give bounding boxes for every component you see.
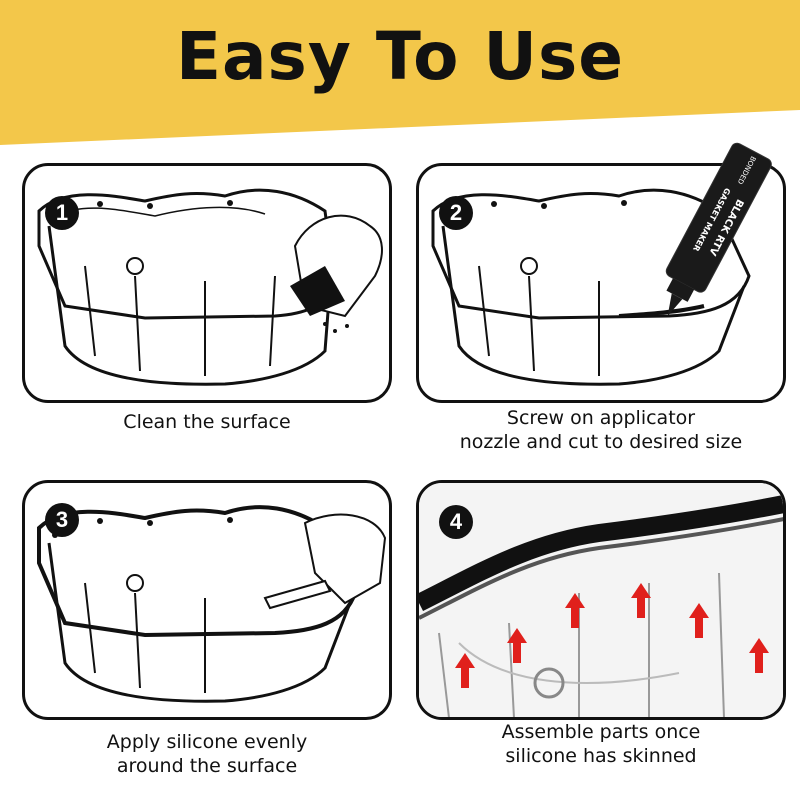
oil-pan-illustration bbox=[37, 505, 387, 703]
oil-pan-illustration bbox=[431, 188, 751, 386]
step-3-caption: Apply silicone evenly around the surface bbox=[22, 730, 392, 778]
step-number-badge: 2 bbox=[439, 196, 473, 230]
step-4-caption: Assemble parts once silicone has skinned bbox=[416, 720, 786, 768]
step-number-badge: 4 bbox=[439, 505, 473, 539]
caption-line: around the surface bbox=[116, 755, 298, 777]
page-title: Easy To Use bbox=[175, 18, 625, 95]
assembled-pan-illustration bbox=[419, 483, 783, 717]
caption-line: silicone has skinned bbox=[505, 745, 697, 767]
step-number-badge: 3 bbox=[45, 503, 79, 537]
step-4-panel: 4 bbox=[416, 480, 786, 720]
caption-line: Assemble parts once bbox=[501, 721, 701, 743]
oil-pan-illustration bbox=[37, 188, 383, 386]
caption-line: nozzle and cut to desired size bbox=[459, 431, 743, 453]
step-number-badge: 1 bbox=[45, 196, 79, 230]
header-banner: Easy To Use bbox=[0, 0, 800, 145]
caption-line: Apply silicone evenly bbox=[106, 731, 308, 753]
step-2-caption: Screw on applicator nozzle and cut to de… bbox=[416, 406, 786, 454]
gasket-tube-image: BONDED GASKET MAKER BLACK RTV bbox=[665, 142, 772, 317]
caption-line: Screw on applicator bbox=[506, 407, 696, 429]
caption-line: Clean the surface bbox=[123, 411, 291, 433]
banner-background bbox=[0, 0, 800, 145]
step-3-panel: 3 bbox=[22, 480, 392, 720]
step-1-panel: 1 bbox=[22, 163, 392, 403]
step-1-caption: Clean the surface bbox=[22, 410, 392, 434]
